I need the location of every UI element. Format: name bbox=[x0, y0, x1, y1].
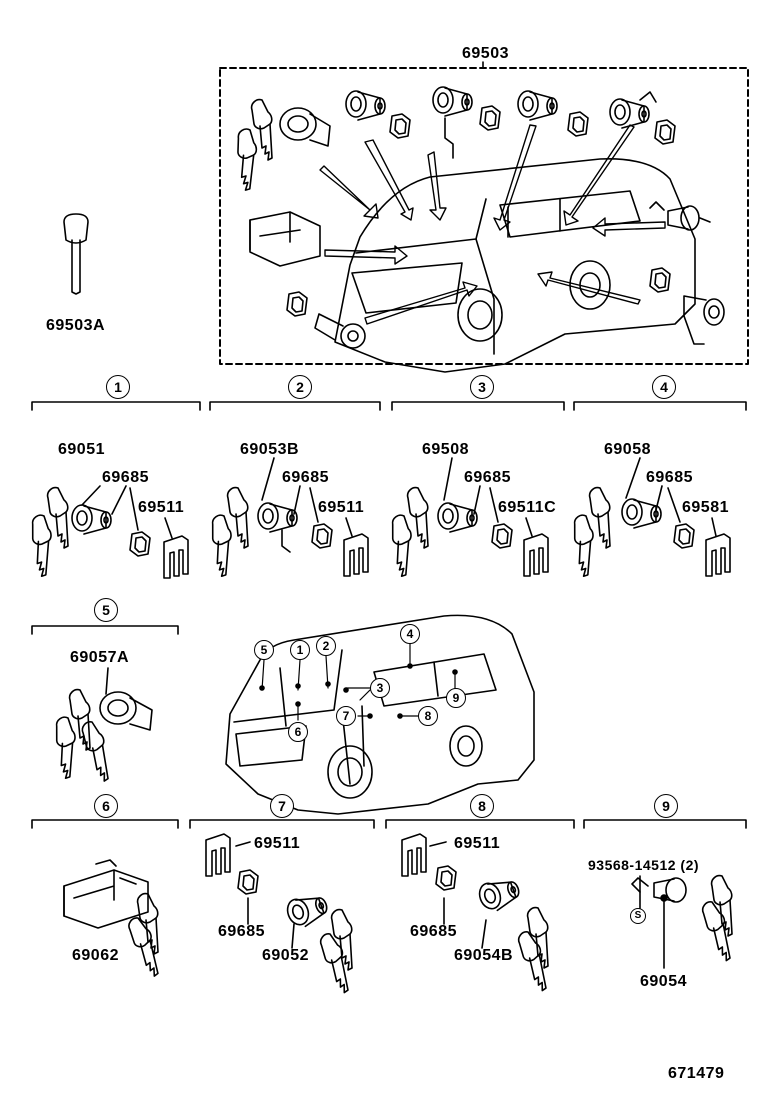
g8-cylinder-label: 69054B bbox=[454, 947, 514, 964]
g9-cylinder-label: 69054 bbox=[640, 973, 687, 990]
group-7-callout: 7 bbox=[270, 794, 294, 818]
g2-clip-label: 69511 bbox=[318, 499, 365, 516]
g2-cylinder-label: 69053B bbox=[240, 441, 300, 458]
g8-clip-label: 69511 bbox=[454, 835, 501, 852]
group-8-callout: 8 bbox=[470, 794, 494, 818]
van-callout-6: 6 bbox=[288, 722, 308, 742]
van-callout-4: 4 bbox=[400, 624, 420, 644]
group-4-callout: 4 bbox=[652, 375, 676, 399]
g1-clip-label: 69511 bbox=[138, 499, 185, 516]
g3-gasket-label: 69685 bbox=[464, 469, 511, 486]
van-callout-2: 2 bbox=[316, 636, 336, 656]
g4-gasket-label: 69685 bbox=[646, 469, 693, 486]
assembly-part-number: 69503 bbox=[462, 45, 509, 62]
g7-gasket-label: 69685 bbox=[218, 923, 265, 940]
group-2-callout: 2 bbox=[288, 375, 312, 399]
g4-clip-label: 69581 bbox=[682, 499, 729, 516]
van-callout-3: 3 bbox=[370, 678, 390, 698]
g2-gasket-label: 69685 bbox=[282, 469, 329, 486]
group-1-callout: 1 bbox=[106, 375, 130, 399]
group-3-callout: 3 bbox=[470, 375, 494, 399]
key-blank-part-number: 69503A bbox=[46, 317, 106, 334]
g3-clip-label: 69511C bbox=[498, 499, 557, 516]
g8-gasket-label: 69685 bbox=[410, 923, 457, 940]
van-callout-8: 8 bbox=[418, 706, 438, 726]
g6-cylinder-label: 69062 bbox=[72, 947, 119, 964]
van-callout-1: 1 bbox=[290, 640, 310, 660]
group-6-callout: 6 bbox=[94, 794, 118, 818]
van-callout-5: 5 bbox=[254, 640, 274, 660]
figure-number: 671479 bbox=[668, 1065, 725, 1082]
g4-cylinder-label: 69058 bbox=[604, 441, 651, 458]
g9-screw-label: 93568-14512 (2) bbox=[588, 857, 700, 873]
g7-cylinder-label: 69052 bbox=[262, 947, 309, 964]
g9-s-mark: S bbox=[630, 908, 646, 924]
g3-cylinder-label: 69508 bbox=[422, 441, 469, 458]
g1-gasket-label: 69685 bbox=[102, 469, 149, 486]
g1-cylinder-label: 69051 bbox=[58, 441, 105, 458]
g5-cylinder-label: 69057A bbox=[70, 649, 130, 666]
van-callout-7: 7 bbox=[336, 706, 356, 726]
g7-clip-label: 69511 bbox=[254, 835, 301, 852]
van-callout-9: 9 bbox=[446, 688, 466, 708]
group-5-callout: 5 bbox=[94, 598, 118, 622]
group-9-callout: 9 bbox=[654, 794, 678, 818]
